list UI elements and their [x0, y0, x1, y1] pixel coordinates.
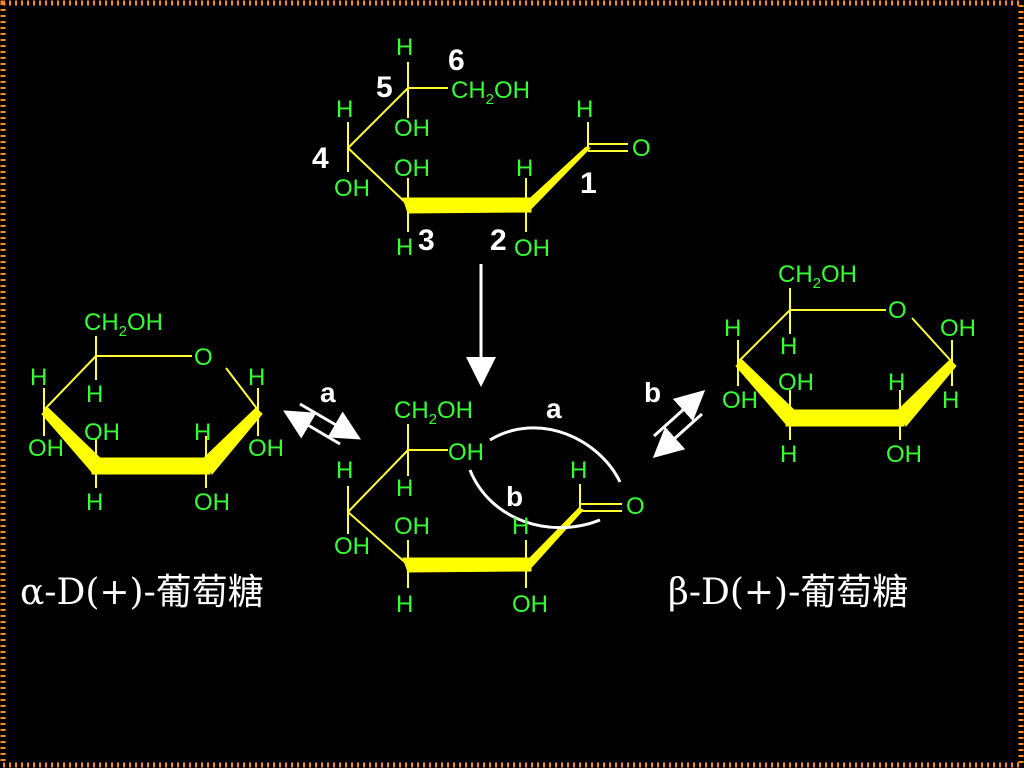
ch2oh-group: CH2OH — [451, 77, 530, 108]
atom-label: OH — [394, 115, 430, 142]
atom-label: H — [86, 381, 103, 408]
equilibrium-arrows-a: a — [283, 377, 361, 446]
atom-label: H — [942, 387, 959, 414]
ring-oxygen: O — [888, 297, 907, 324]
carbon-number-6: 6 — [448, 44, 465, 77]
atom-label: H — [248, 364, 265, 391]
atom-label: H — [30, 364, 47, 391]
ch2oh-group: CH2OH — [778, 261, 857, 292]
wedge-bond — [523, 146, 591, 213]
wedge-bond — [402, 197, 532, 214]
atom-label: OH — [722, 387, 758, 414]
atom-label: OH — [394, 155, 430, 182]
alpha-glucose-name: α-D(+)-葡萄糖 — [20, 572, 264, 613]
atom-label: OH — [512, 591, 548, 618]
atom-label: H — [780, 441, 797, 468]
beta-glucose-name: β-D(+)-葡萄糖 — [668, 572, 908, 613]
carbon-number-3: 3 — [418, 224, 435, 257]
atom-label: H — [888, 369, 905, 396]
atom-label: OH — [334, 175, 370, 202]
wedge-bond — [402, 557, 532, 573]
atom-label: OH — [448, 439, 484, 466]
beta-glucose-structure: CH2OH O OH H H OH H OH H H OH — [722, 261, 976, 468]
carbon-number-5: 5 — [376, 71, 393, 104]
cyclizing-glucose: CH2OH a OH H H H b O OH H OH H OH — [334, 393, 645, 618]
atom-label: OH — [248, 435, 284, 462]
ch2oh-group: CH2OH — [84, 309, 163, 340]
pathway-label-a: a — [320, 377, 336, 408]
atom-label: OH — [84, 419, 120, 446]
atom-label: H — [336, 96, 353, 123]
carbon-number-1: 1 — [580, 167, 597, 200]
atom-label: H — [512, 513, 529, 540]
open-chain-glucose: H 6 5 CH2OH H OH H O 4 OH H OH 1 H 3 2 O… — [312, 34, 651, 262]
atom-label: H — [780, 333, 797, 360]
atom-label: OH — [28, 435, 64, 462]
atom-label: OH — [194, 489, 230, 516]
atom-label: H — [336, 457, 353, 484]
wedge-bond — [785, 409, 905, 427]
atom-label: H — [396, 475, 413, 502]
atom-label: H — [396, 34, 413, 61]
atom-label: OH — [334, 533, 370, 560]
wedge-bond — [897, 359, 957, 427]
equilibrium-arrows-b: b — [644, 377, 706, 459]
atom-label: H — [724, 315, 741, 342]
pathway-label-b: b — [644, 377, 661, 408]
atom-label: OH — [394, 513, 430, 540]
wedge-bond — [91, 457, 211, 475]
atom-label: H — [576, 96, 593, 123]
atom-label: OH — [886, 441, 922, 468]
pathway-label-a: a — [546, 393, 562, 424]
ring-oxygen: O — [194, 344, 213, 371]
attack-arc-a — [489, 426, 622, 483]
atom-label: H — [194, 419, 211, 446]
atom-label: H — [516, 155, 533, 182]
atom-label: O — [626, 493, 645, 520]
pathway-label-b: b — [506, 481, 523, 512]
atom-label: OH — [940, 315, 976, 342]
carbon-number-4: 4 — [312, 142, 329, 175]
atom-label: H — [396, 234, 413, 261]
attack-arc-b — [468, 469, 601, 530]
atom-label: H — [570, 457, 587, 484]
atom-label: O — [632, 135, 651, 162]
atom-label: H — [86, 489, 103, 516]
atom-label: OH — [514, 235, 550, 262]
atom-label: OH — [778, 369, 814, 396]
wedge-bond — [203, 407, 263, 475]
carbon-number-2: 2 — [490, 224, 507, 257]
alpha-glucose-structure: CH2OH O H H H OH H OH OH H OH — [28, 309, 284, 516]
atom-label: H — [396, 591, 413, 618]
ch2oh-group: CH2OH — [394, 397, 473, 428]
